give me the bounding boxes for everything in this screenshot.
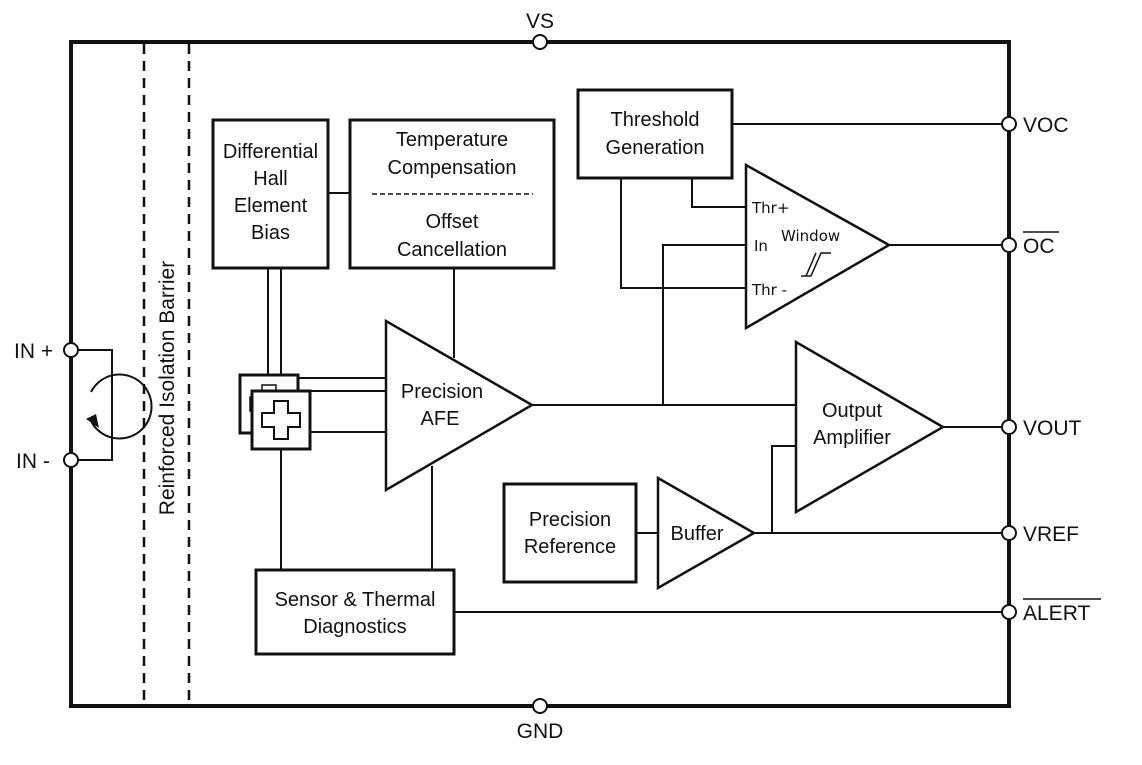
comparator-thr-plus-label: Thr+ [751, 199, 789, 217]
pin-alert [1001, 604, 1017, 620]
svg-text:AFE: AFE [421, 408, 460, 430]
pin-vs [532, 34, 548, 50]
svg-text:Precision: Precision [401, 381, 483, 403]
pin-vout [1001, 419, 1017, 435]
field-direction-arrow-icon [86, 414, 99, 428]
wires [267, 123, 1008, 613]
pin-gnd [532, 698, 548, 714]
svg-text:Buffer: Buffer [671, 523, 724, 545]
svg-text:Precision: Precision [529, 509, 611, 531]
svg-text:Element: Element [234, 195, 308, 217]
hysteresis-icon [801, 252, 831, 277]
isolation-barrier-label: Reinforced Isolation Barrier [156, 261, 179, 515]
primary-conductor [72, 349, 113, 461]
svg-text:Differential: Differential [223, 141, 318, 163]
svg-text:Threshold: Threshold [611, 109, 700, 131]
svg-text:Diagnostics: Diagnostics [303, 616, 406, 638]
window-comparator: Thr+ In Thr - Window [744, 162, 892, 331]
hall-bias-block: Differential Hall Element Bias [211, 118, 330, 270]
in-minus-label: IN - [16, 450, 50, 473]
svg-text:Bias: Bias [251, 222, 290, 244]
hall-element-icon [238, 373, 312, 451]
pin-in-minus [63, 452, 79, 468]
pin-vref [1001, 525, 1017, 541]
vs-label: VS [526, 10, 554, 33]
svg-text:Generation: Generation [606, 137, 705, 159]
comparator-thr-minus-label: Thr - [751, 281, 787, 299]
temp-comp-label: Temperature [396, 129, 508, 151]
threshold-generation-block: Threshold Generation [576, 88, 734, 180]
svg-text:Amplifier: Amplifier [813, 427, 891, 449]
alert-label: ALERT [1023, 602, 1090, 625]
comparator-window-label: Window [781, 227, 840, 245]
oc-label: OC [1023, 235, 1055, 258]
precision-reference-block: Precision Reference [502, 482, 638, 584]
svg-text:Cancellation: Cancellation [397, 239, 507, 261]
vout-label: VOUT [1023, 417, 1082, 440]
temp-comp-offset-block: Temperature Compensation Offset Cancella… [348, 118, 556, 270]
pin-voc [1001, 116, 1017, 132]
pin-in-plus [63, 342, 79, 358]
comparator-in-label: In [754, 237, 768, 255]
precision-afe-amplifier: Precision AFE [384, 318, 535, 493]
magnetic-field-arc [90, 373, 153, 440]
svg-text:Compensation: Compensation [388, 157, 517, 179]
svg-text:Hall: Hall [253, 168, 287, 190]
svg-text:Output: Output [822, 400, 882, 422]
svg-text:Reference: Reference [524, 536, 616, 558]
pin-oc [1001, 237, 1017, 253]
gnd-label: GND [517, 720, 564, 743]
output-amplifier: Output Amplifier [794, 339, 946, 515]
pins [63, 34, 1017, 714]
voc-label: VOC [1023, 114, 1069, 137]
diagnostics-block: Sensor & Thermal Diagnostics [254, 568, 456, 656]
in-plus-label: IN + [14, 340, 53, 363]
vref-label: VREF [1023, 523, 1079, 546]
buffer-amplifier: Buffer [656, 475, 757, 591]
svg-text:Sensor & Thermal: Sensor & Thermal [275, 589, 436, 611]
offset-cancel-label: Offset [426, 211, 479, 233]
